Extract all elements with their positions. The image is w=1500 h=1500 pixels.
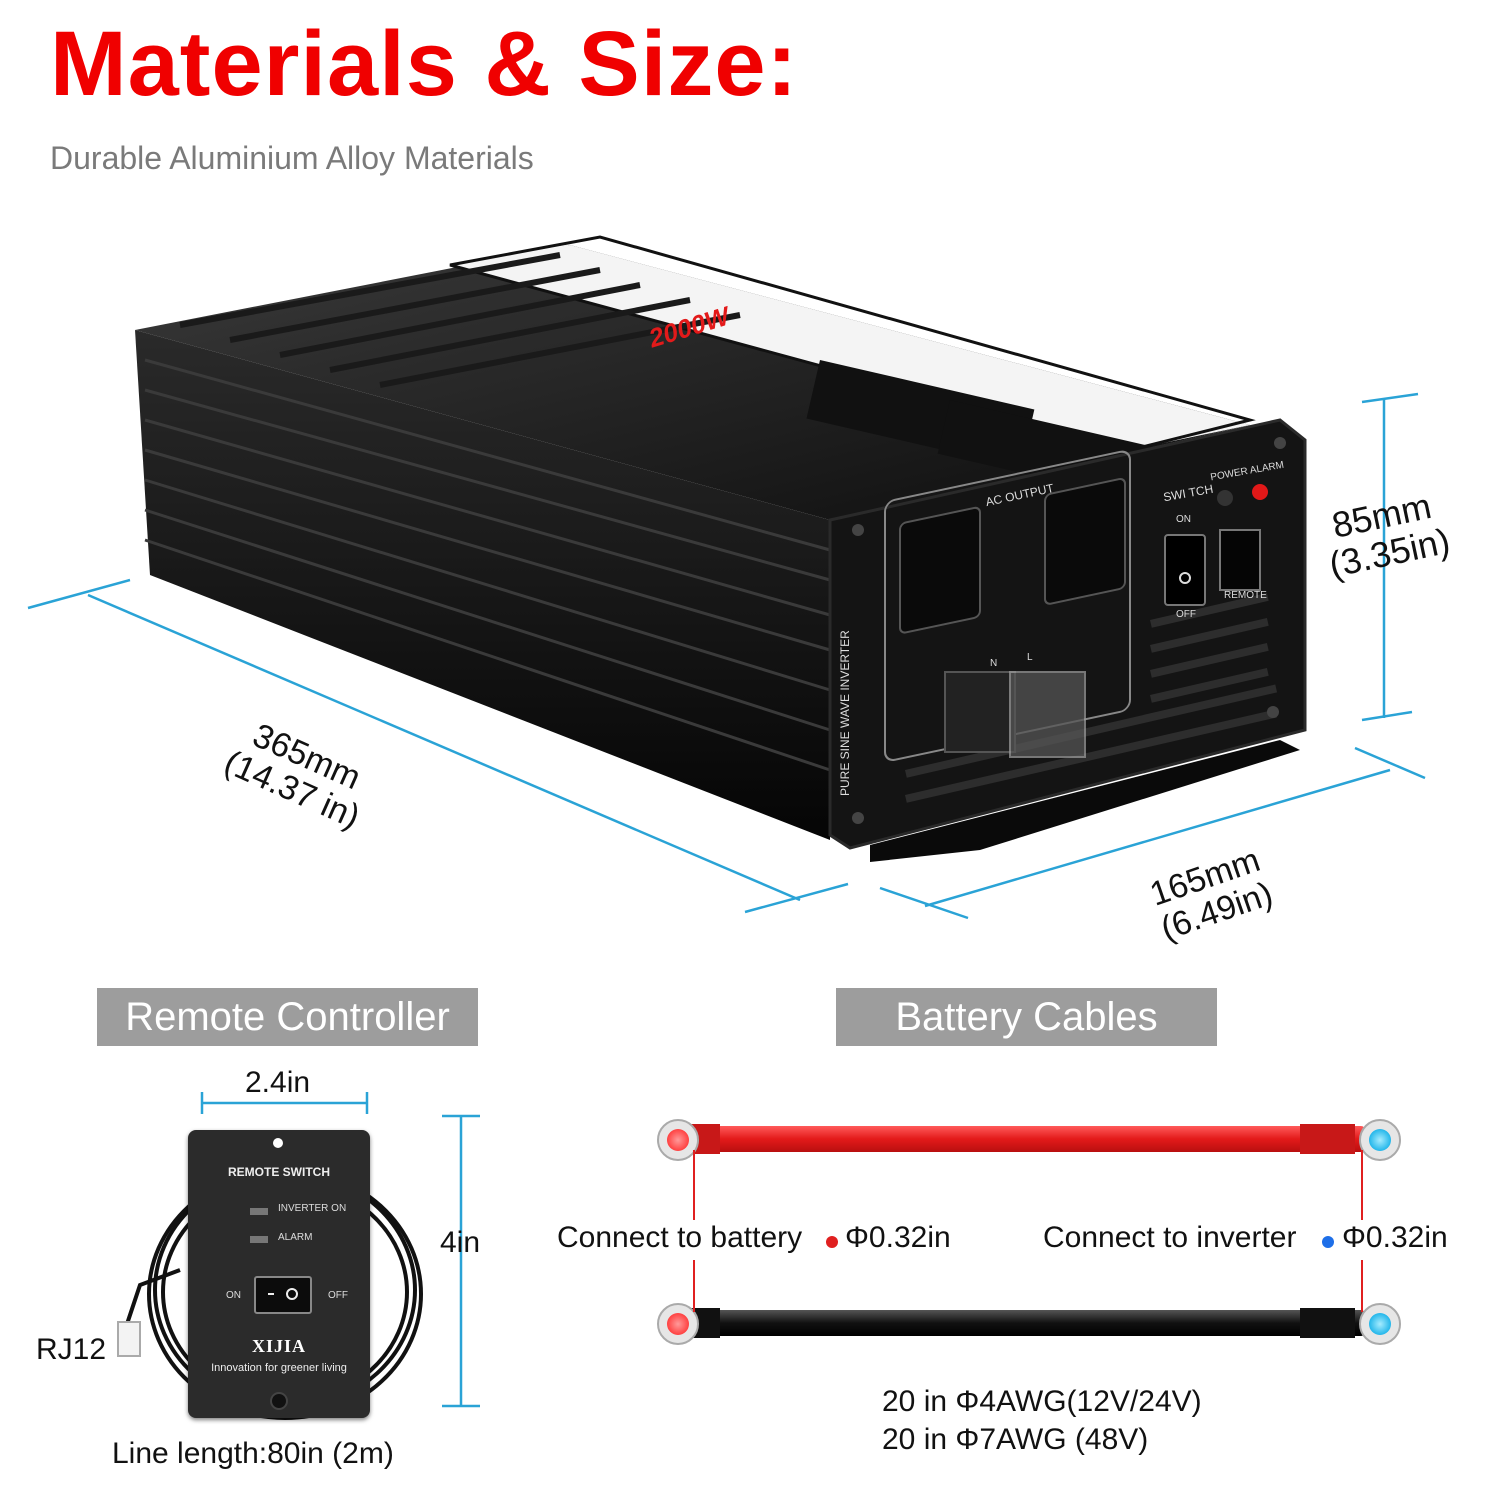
rj12-plug xyxy=(117,1321,141,1357)
rj12-label: RJ12 xyxy=(36,1333,107,1366)
toggle-on-mark xyxy=(268,1293,274,1295)
remote-width-label: 2.4in xyxy=(245,1066,311,1099)
inverter-on-label: INVERTER ON xyxy=(278,1203,347,1214)
line-label: L xyxy=(1027,652,1033,663)
page-title: Materials & Size: xyxy=(50,13,799,115)
inverter-side-label: Connect to inverter xyxy=(1043,1221,1297,1254)
alarm-led xyxy=(250,1236,268,1243)
dimension-lines xyxy=(27,392,1426,1408)
red-battery-cable xyxy=(657,1119,1401,1161)
brand-tagline: Innovation for greener living xyxy=(211,1362,347,1374)
remote-device-title: REMOTE SWITCH xyxy=(228,1165,330,1179)
brand-logo: XIJIA xyxy=(251,1336,306,1356)
battery-dot-icon xyxy=(826,1236,838,1248)
toggle-off-mark xyxy=(286,1288,298,1300)
mount-screw-hole xyxy=(270,1392,288,1410)
remote-height-label: 4in xyxy=(440,1226,481,1259)
alarm-label: ALARM xyxy=(278,1232,313,1243)
inverter-front-panel xyxy=(828,418,1307,862)
inverter-side-panel xyxy=(135,330,831,840)
line-length-label: Line length:80in (2m) xyxy=(112,1437,394,1470)
remote-switch-device: REMOTE SWITCH INVERTER ON ALARM ON OFF X… xyxy=(188,1130,370,1418)
off-label: OFF xyxy=(1176,609,1196,620)
remote-power-toggle[interactable] xyxy=(254,1276,312,1314)
neutral-label: N xyxy=(990,658,998,669)
remote-off-label: OFF xyxy=(328,1290,348,1301)
inverter-top-surface xyxy=(135,235,1256,520)
inverter-diameter-label: Φ0.32in xyxy=(1342,1221,1448,1254)
inverter-on-led xyxy=(250,1208,268,1215)
black-battery-cable xyxy=(657,1303,1401,1345)
battery-side-label: Connect to battery xyxy=(557,1221,803,1254)
side-text-label: PURE SINE WAVE INVERTER xyxy=(838,630,852,796)
remote-port-label: REMOTE xyxy=(1224,590,1267,601)
page-subtitle: Durable Aluminium Alloy Materials xyxy=(50,140,534,176)
cable-spec-48v: 20 in Φ7AWG (48V) xyxy=(882,1423,1149,1456)
remote-controller-heading: Remote Controller xyxy=(97,988,478,1046)
battery-cables-heading: Battery Cables xyxy=(836,988,1217,1046)
inverter-dot-icon xyxy=(1322,1236,1334,1248)
hanging-hole xyxy=(273,1138,283,1148)
remote-on-label: ON xyxy=(226,1290,241,1301)
callout-lines xyxy=(693,1150,1363,1312)
battery-diameter-label: Φ0.32in xyxy=(845,1221,951,1254)
on-label: ON xyxy=(1176,514,1191,525)
cable-spec-12v-24v: 20 in Φ4AWG(12V/24V) xyxy=(882,1385,1202,1418)
